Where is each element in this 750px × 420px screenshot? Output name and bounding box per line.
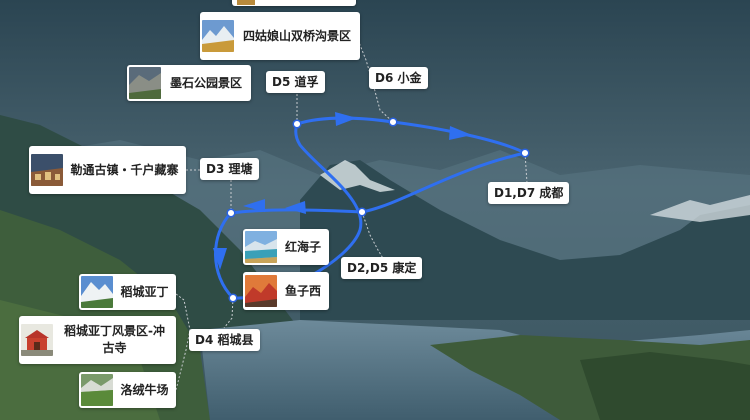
direction-arrow (213, 248, 227, 270)
leader-line (223, 297, 234, 329)
attraction-card-yading-scenic[interactable]: 稻城亚丁风景区-冲古寺 (19, 316, 176, 364)
stop-label-kangding[interactable]: D2,D5 康定 (341, 257, 423, 279)
landscape-photo-thumbnail-icon (129, 67, 161, 99)
attraction-card-letong[interactable]: 勒通古镇・千户藏寨 (29, 146, 186, 194)
landscape-photo-thumbnail-icon (245, 275, 277, 307)
leader-line (361, 211, 385, 261)
attraction-card-hongbaizi[interactable]: 红海子 (243, 229, 329, 265)
route-segment (360, 151, 527, 214)
landscape-photo-thumbnail-icon (81, 276, 113, 308)
attraction-name: 稻城亚丁风景区-冲古寺 (64, 324, 165, 355)
stop-label-chengdu[interactable]: D1,D7 成都 (488, 182, 570, 204)
landscape-photo-thumbnail-icon (81, 374, 113, 406)
attraction-name: 红海子 (284, 239, 321, 254)
attraction-card-daocheng-yading[interactable]: 稻城亚丁 (79, 274, 176, 310)
route-node (388, 117, 398, 127)
route-node (357, 207, 367, 217)
route-node (292, 119, 302, 129)
leader-line (524, 152, 528, 184)
attraction-name: 洛绒牛场 (120, 382, 169, 397)
leader-line (175, 293, 191, 391)
attraction-card-siguniang[interactable]: 四姑娘山双桥沟景区 (200, 12, 360, 60)
attraction-card-yuzixi[interactable]: 鱼子西 (243, 272, 329, 310)
route-node (226, 208, 236, 218)
attraction-name: 鱼子西 (284, 283, 321, 298)
landscape-photo-thumbnail-icon (21, 324, 53, 356)
stop-label-xiaojin[interactable]: D6 小金 (369, 67, 428, 89)
stop-label-litang[interactable]: D3 理塘 (200, 158, 259, 180)
direction-arrow (285, 201, 306, 214)
attraction-name: 墨石公园景区 (169, 75, 242, 90)
stop-label-daofu[interactable]: D5 道孚 (266, 71, 325, 93)
stop-label-daocheng[interactable]: D4 稻城县 (189, 329, 260, 351)
attraction-card-moshi[interactable]: 墨石公园景区 (127, 65, 251, 101)
attraction-card[interactable] (232, 0, 356, 6)
attraction-name: 勒通古镇・千户藏寨 (70, 162, 179, 177)
attraction-card-luorong[interactable]: 洛绒牛场 (79, 372, 176, 408)
attraction-name: 四姑娘山双桥沟景区 (242, 28, 351, 43)
route-node (520, 148, 530, 158)
direction-arrow (335, 112, 357, 126)
landscape-photo-thumbnail-icon (237, 0, 255, 5)
direction-arrow (243, 199, 265, 212)
attraction-name: 稻城亚丁 (120, 284, 169, 299)
route-node (228, 293, 238, 303)
landscape-photo-thumbnail-icon (202, 20, 234, 52)
landscape-photo-thumbnail-icon (31, 154, 63, 186)
direction-arrow (449, 126, 472, 140)
landscape-photo-thumbnail-icon (245, 231, 277, 263)
